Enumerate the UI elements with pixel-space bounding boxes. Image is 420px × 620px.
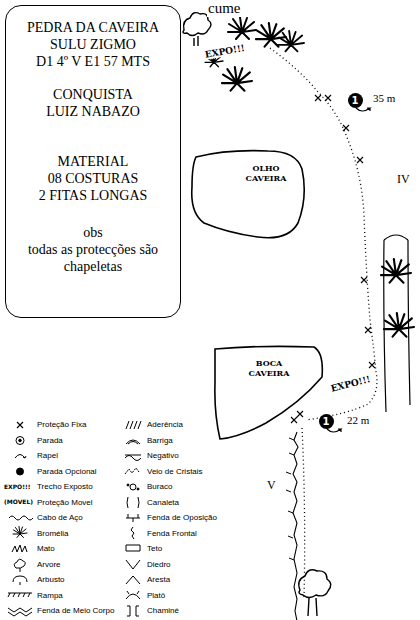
legend-text: Fenda Frontal [147,529,197,539]
legend-text: Arbusto [37,575,65,585]
summit-label: cume [207,0,241,17]
info-line: D1 4º V E1 57 MTS [6,53,180,70]
info-line: 2 FITAS LONGAS [6,187,180,204]
lower-crack [286,428,305,620]
legend-text: Cabo de Aço [37,513,83,523]
grade-label: IV [396,172,411,187]
info-line: MATERIAL [6,153,180,170]
legend-text: Aderência [147,420,183,430]
legend-text: Mato [37,544,55,554]
legend-text: Fenda de Meio Corpo [37,606,114,616]
legend-text: Chaminé [147,606,179,616]
blob-outline [188,147,310,243]
boca-outline: BOCA CAVEIRA [210,343,328,443]
legend-text: Aresta [147,575,170,585]
legend-text: Diedro [147,560,171,570]
info-line: SULU ZIGMO [6,36,180,53]
legend-symbols [8,422,33,616]
region-name: BOCA CAVEIRA [238,358,300,378]
chimney [381,235,414,412]
callout-number: 1 [348,93,363,108]
legend-text: Barriga [147,436,173,446]
pitch-length: 35 m [372,92,396,104]
rappel-arrow [327,429,341,432]
legend-symbol-text: (MOVEL) [3,498,34,505]
blob-path [192,151,305,238]
legend-symbol-text: EXPO!!! [3,483,31,490]
info-line: LUIZ NABAZO [6,103,180,120]
legend-text: Parada [37,436,63,446]
legend-text: Teto [147,544,162,554]
legend-text: Rampa [37,591,63,601]
grade-label: V [266,478,277,493]
protection-markers [291,95,375,423]
legend-text: Veio de Cristais [147,467,203,477]
exposed-mark: EXPO!!! [329,374,372,394]
olho-outline: OLHO CAVEIRA [188,147,310,243]
legend-text: Buraco [147,482,172,492]
legend-text: Fenda de Oposição [147,513,217,523]
info-line: CONQUISTA [6,86,180,103]
legend-text: Bromélia [37,529,69,539]
tree-bottom [299,570,331,616]
legend-text: Proteção Fixa [37,420,86,430]
legend-text: Arvore [37,560,61,570]
info-line: todas as protecções são chapeletas [23,241,163,275]
info-line: PEDRA DA CAVEIRA [6,19,180,36]
info-box: PEDRA DA CAVEIRASULU ZIGMOD1 4º V E1 57 … [5,5,181,318]
legend-text: Negativo [147,451,179,461]
legend-text: Platô [147,591,165,601]
info-line: obs [6,224,180,241]
exposed-mark: EXPO!!! [203,43,246,60]
legend-text: Parada Opcional [37,467,97,477]
blob-path [215,346,322,439]
legend-symbols [125,421,141,616]
pitch-length: 22 m [346,414,370,426]
callout-number: 1 [319,414,334,429]
tree-top [183,13,211,46]
legend-text: Canaleta [147,498,179,508]
info-line: 08 COSTURAS [6,170,180,187]
region-name: OLHO CAVEIRA [236,163,296,183]
legend-text: Proteção Movel [37,498,93,508]
legend-text: Rapel [37,451,58,461]
legend-text: Trecho Exposto [37,482,93,492]
rappel-arrow [356,108,370,111]
